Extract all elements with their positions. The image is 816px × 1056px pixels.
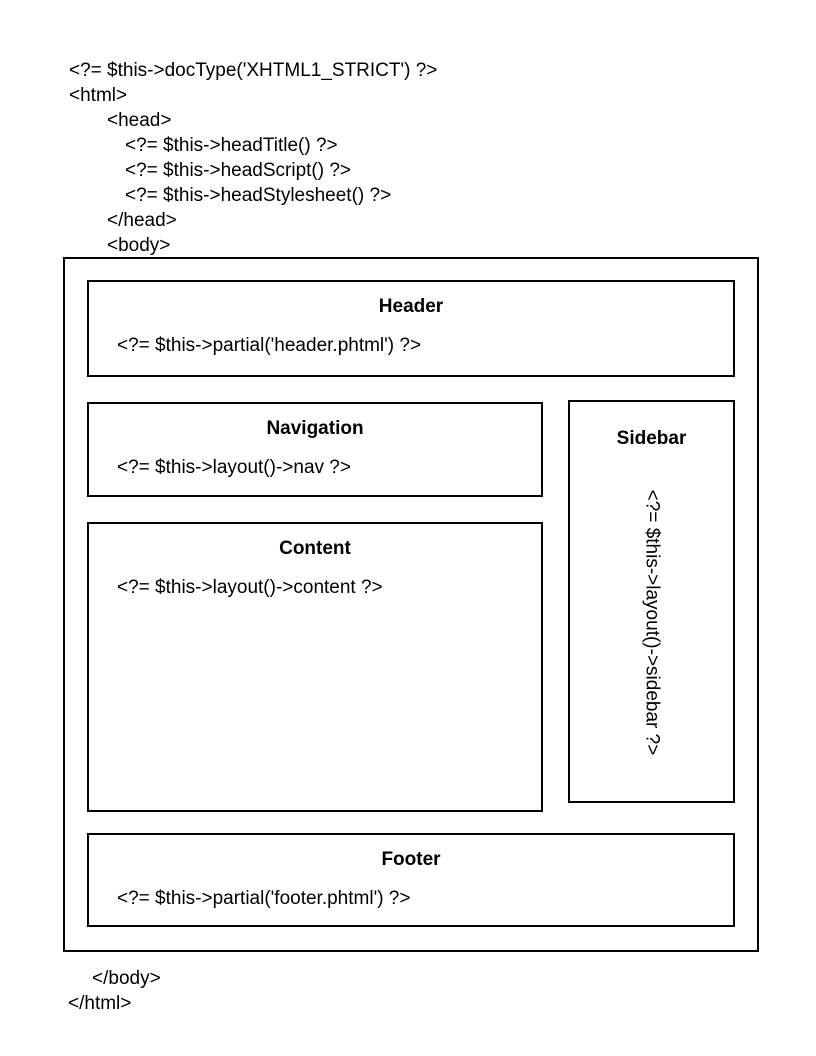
sidebar-box: Sidebar <?= $this->layout()->sidebar ?> — [568, 400, 735, 803]
header-box-code: <?= $this->partial('header.phtml') ?> — [117, 335, 422, 356]
code-line-doctype: <?= $this->docType('XHTML1_STRICT') ?> — [69, 60, 438, 81]
code-line-head-script: <?= $this->headScript() ?> — [125, 160, 352, 181]
navigation-box: Navigation <?= $this->layout()->nav ?> — [87, 402, 543, 497]
footer-box: Footer <?= $this->partial('footer.phtml'… — [87, 833, 735, 927]
template-code-opening: <?= $this->docType('XHTML1_STRICT') ?> <… — [69, 58, 437, 258]
navigation-box-title: Navigation — [266, 418, 364, 439]
code-line-head-stylesheet: <?= $this->headStylesheet() ?> — [125, 185, 392, 206]
footer-box-code: <?= $this->partial('footer.phtml') ?> — [117, 888, 411, 909]
content-box: Content <?= $this->layout()->content ?> — [87, 522, 543, 812]
footer-box-title: Footer — [381, 849, 441, 870]
header-box-title: Header — [378, 296, 444, 317]
sidebar-box-code: <?= $this->layout()->sidebar ?> — [641, 489, 663, 756]
code-line-body-close: </body> — [92, 968, 161, 989]
code-line-html-open: <html> — [69, 85, 128, 106]
code-line-head-open: <head> — [107, 110, 172, 131]
content-box-title: Content — [279, 538, 351, 559]
template-code-closing: </body> </html> — [68, 966, 161, 1016]
code-line-head-title: <?= $this->headTitle() ?> — [125, 135, 338, 156]
code-line-head-close: </head> — [107, 210, 177, 231]
code-line-html-close: </html> — [68, 993, 132, 1014]
navigation-box-code: <?= $this->layout()->nav ?> — [117, 457, 351, 478]
content-box-code: <?= $this->layout()->content ?> — [117, 577, 383, 598]
sidebar-box-title: Sidebar — [616, 428, 687, 449]
header-box: Header <?= $this->partial('header.phtml'… — [87, 280, 735, 377]
code-line-body-open: <body> — [107, 235, 171, 256]
